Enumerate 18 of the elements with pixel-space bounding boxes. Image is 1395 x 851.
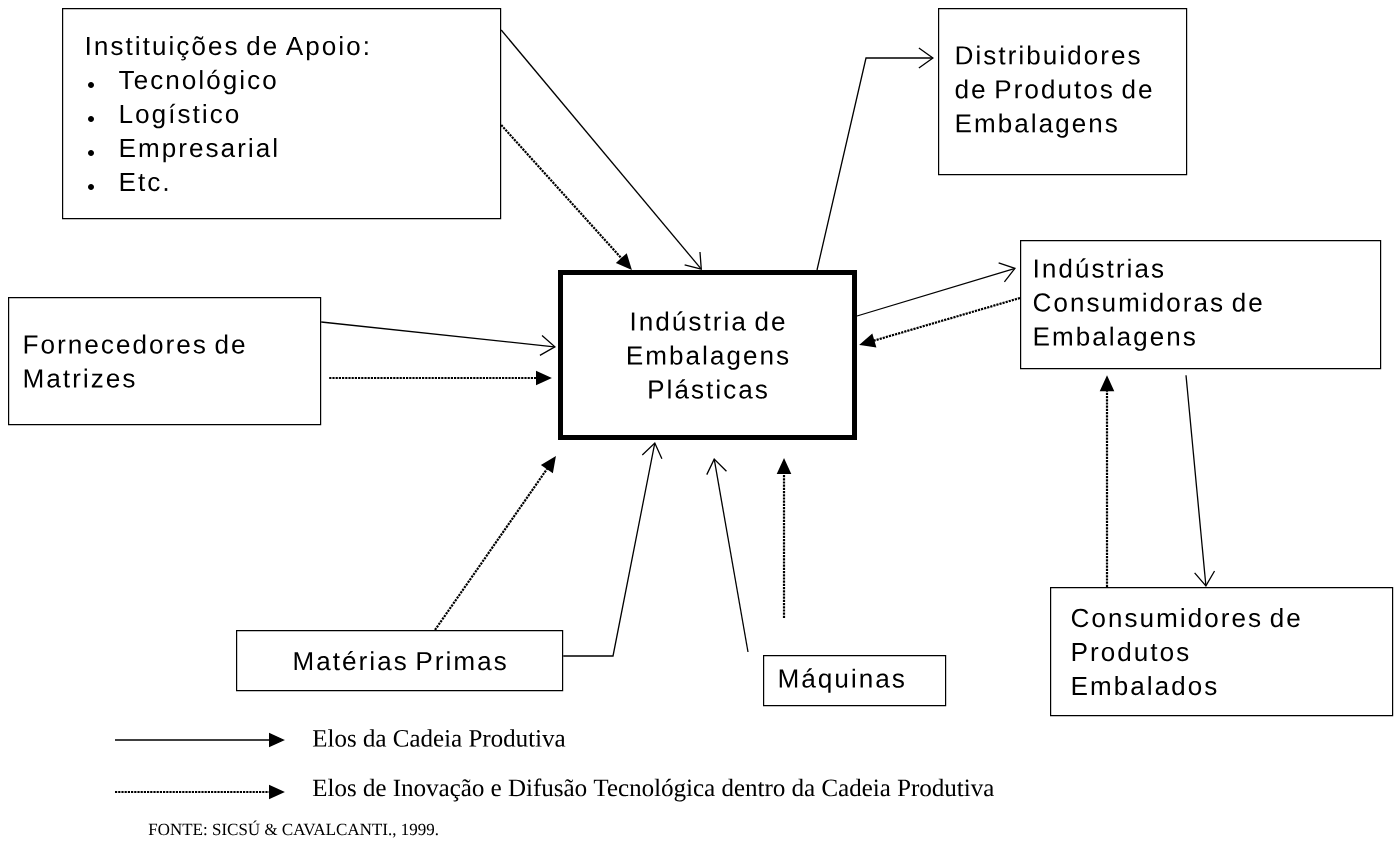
arrow <box>320 321 556 356</box>
text-box: Instituições de Apoio: Tecnológico Logístico Empresarial Etc. <box>62 8 502 220</box>
arrow <box>856 262 1016 317</box>
text-box: Fornecedores de Matrizes <box>8 297 322 426</box>
arrow <box>816 47 934 271</box>
arrow <box>1185 374 1216 587</box>
text-box: Matérias Primas <box>236 630 564 692</box>
arrow <box>500 29 702 270</box>
text-box: Distribuidores de Produtos de Embalagens <box>938 8 1188 176</box>
arrow <box>562 442 663 657</box>
text-box: Consumidores de Produtos Embalados <box>1050 587 1394 717</box>
arrow <box>500 124 632 270</box>
legend-item: Elos de Inovação e Difusão Tecnológica dentro da Cadeia Produtiva <box>115 778 994 802</box>
text-box: Máquinas <box>763 655 947 707</box>
text-box: Indústrias Consumidoras de Embalagens <box>1020 240 1382 370</box>
central-box: Indústria de Embalagens Plásticas <box>558 270 857 440</box>
source-note: FONTE: SICSÚ & CAVALCANTI., 1999. <box>148 820 438 838</box>
arrow <box>706 458 749 653</box>
